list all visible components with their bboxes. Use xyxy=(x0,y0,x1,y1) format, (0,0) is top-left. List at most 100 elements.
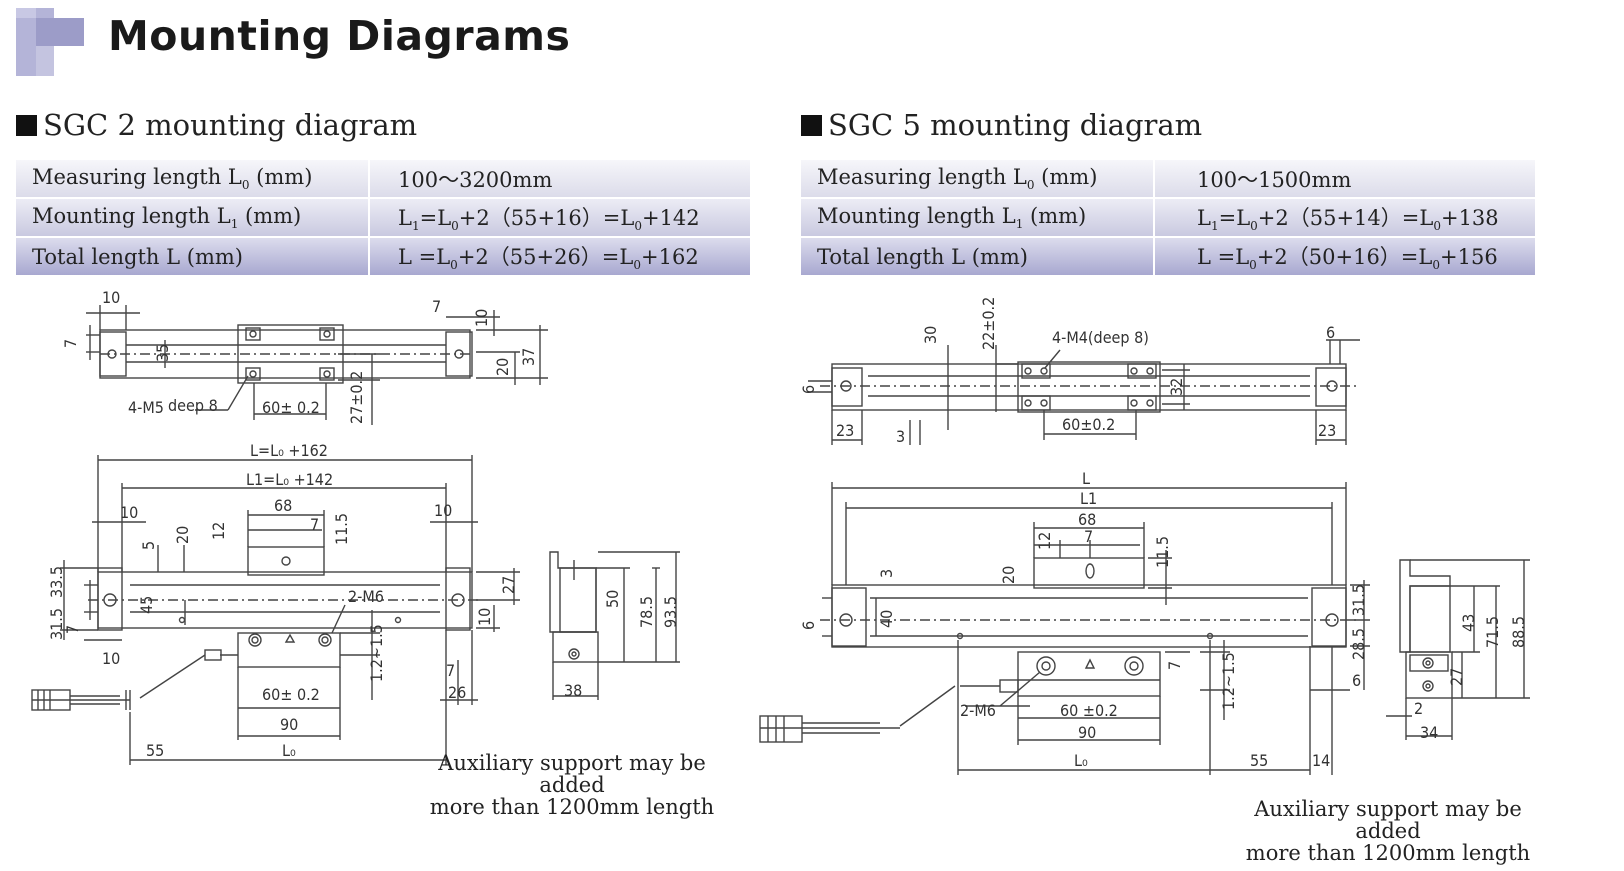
dim-L-total: L=L₀ +162 xyxy=(250,441,328,460)
dim-10f: 10 xyxy=(102,649,120,668)
dim-12: 12 xyxy=(1035,532,1054,550)
dim-12: 12 xyxy=(209,522,228,540)
spec-row: Total length L (mm)L =L0+2（55+26）=L0+162 xyxy=(16,237,750,277)
sgc5-side-view xyxy=(1386,559,1530,740)
dim-7e: 7 xyxy=(446,661,455,680)
dim-23b: 23 xyxy=(1318,421,1336,440)
spec-value: 100～1500mm xyxy=(1154,160,1535,199)
dim-L0: L₀ xyxy=(1074,751,1088,770)
dim-11-5: 11.5 xyxy=(1153,536,1172,568)
dim-10e: 10 xyxy=(475,608,494,626)
spec-label: Mounting length L1 (mm) xyxy=(801,198,1155,238)
dim-deep: deep 8 xyxy=(168,396,218,415)
spec-label: Total length L (mm) xyxy=(801,237,1155,277)
dim-55: 55 xyxy=(146,741,164,760)
dim-7: 7 xyxy=(61,339,80,348)
dim-6a: 6 xyxy=(1326,323,1335,342)
sgc5-front-view xyxy=(759,482,1370,775)
dim-4-m4: 4-M4(deep 8) xyxy=(1052,328,1149,347)
note-sgc2: Auxiliary support may be added more than… xyxy=(429,751,715,819)
dim-2-m6: 2-M6 xyxy=(960,701,996,720)
dim-60a: 60± 0.2 xyxy=(262,398,320,417)
dim-L1: L1 xyxy=(1080,489,1097,508)
dim-27b: 27 xyxy=(499,576,518,594)
spec-value: L =L0+2（55+26）=L0+162 xyxy=(369,237,750,277)
dim-26: 26 xyxy=(448,683,466,702)
spec-value: 100～3200mm xyxy=(369,160,750,199)
dim-68: 68 xyxy=(1078,510,1096,529)
dim-L1: L1=L₀ +142 xyxy=(246,470,333,489)
spec-label: Mounting length L1 (mm) xyxy=(16,198,370,238)
dim-93-5: 93.5 xyxy=(661,596,680,628)
dim-60b: 60± 0.2 xyxy=(262,685,320,704)
dim-30: 30 xyxy=(921,326,940,344)
section-title-sgc5: SGC 5 mounting diagram xyxy=(801,108,1202,142)
dim-32: 32 xyxy=(1167,378,1186,396)
bullet-square-icon xyxy=(16,114,37,136)
sgc2-side-view xyxy=(549,551,680,700)
dim-10d: 10 xyxy=(434,501,452,520)
dim-7a: 7 xyxy=(1084,527,1093,546)
dim-55: 55 xyxy=(1250,751,1268,770)
dim-2: 2 xyxy=(1414,699,1423,718)
dim-L: L xyxy=(1082,469,1090,488)
dim-31-5: 31.5 xyxy=(47,608,66,640)
spec-row: Total length L (mm)L =L0+2（50+16）=L0+156 xyxy=(801,237,1535,277)
spec-row: Mounting length L1 (mm)L1=L0+2（55+14）=L0… xyxy=(801,198,1535,238)
spec-value: L1=L0+2（55+16）=L0+142 xyxy=(369,198,750,238)
dim-45: 45 xyxy=(137,596,156,614)
dim-37: 37 xyxy=(519,348,538,366)
dim-60a: 60±0.2 xyxy=(1062,415,1115,434)
dim-20b: 20 xyxy=(173,526,192,544)
sgc2-top-view xyxy=(86,305,548,425)
dim-90: 90 xyxy=(1078,723,1096,742)
dim-22: 22±0.2 xyxy=(979,297,998,350)
dim-71-5: 71.5 xyxy=(1483,616,1502,648)
dim-78-5: 78.5 xyxy=(637,596,656,628)
dim-34: 34 xyxy=(1420,723,1438,742)
spec-row: Measuring length L0 (mm)100～1500mm xyxy=(801,160,1535,199)
dim-38: 38 xyxy=(564,681,582,700)
dim-35: 35 xyxy=(153,344,172,362)
dim-7d: 7 xyxy=(63,625,82,634)
dim-5: 5 xyxy=(139,541,158,550)
dim-40: 40 xyxy=(877,610,896,628)
dim-60b: 60 ±0.2 xyxy=(1060,701,1118,720)
dim-20: 20 xyxy=(999,566,1018,584)
dim-10b: 10 xyxy=(472,309,491,327)
dim-3a: 3 xyxy=(896,427,905,446)
dim-10c: 10 xyxy=(120,503,138,522)
dim-6d: 6 xyxy=(1352,671,1361,690)
dim-7c: 7 xyxy=(310,515,319,534)
spec-label: Measuring length L0 (mm) xyxy=(16,160,370,199)
spec-row: Measuring length L0 (mm)100～3200mm xyxy=(16,160,750,199)
dim-14: 14 xyxy=(1312,751,1330,770)
dim-43: 43 xyxy=(1459,614,1478,632)
dim-L0: L₀ xyxy=(282,741,296,760)
dim-23a: 23 xyxy=(836,421,854,440)
dim-90: 90 xyxy=(280,715,298,734)
spec-label: Measuring length L0 (mm) xyxy=(801,160,1155,199)
dim-11-5: 11.5 xyxy=(332,513,351,545)
section-title-sgc2: SGC 2 mounting diagram xyxy=(16,108,417,142)
dim-10: 10 xyxy=(102,288,120,307)
dim-2-m6: 2-M6 xyxy=(348,587,384,606)
note-sgc5: Auxiliary support may be added more than… xyxy=(1245,797,1531,865)
page-title: Mounting Diagrams xyxy=(108,12,571,60)
bullet-square-icon xyxy=(801,114,822,136)
spec-value: L =L0+2（50+16）=L0+156 xyxy=(1154,237,1535,277)
sgc5-top-view xyxy=(808,339,1360,445)
dim-6b: 6 xyxy=(799,385,818,394)
dim-27: 27±0.2 xyxy=(347,371,366,424)
brand-logo-icon xyxy=(16,8,84,76)
dim-50: 50 xyxy=(603,590,622,608)
spec-value: L1=L0+2（55+14）=L0+138 xyxy=(1154,198,1535,238)
dim-7b: 7 xyxy=(1165,661,1184,670)
dim-1-2-1-5: 1.2~1.5 xyxy=(1219,652,1238,710)
dim-28-5: 28.5 xyxy=(1349,628,1368,660)
dim-1-2-1-5: 1.2~1.5 xyxy=(367,624,386,682)
dim-3b: 3 xyxy=(877,569,896,578)
dim-27: 27 xyxy=(1447,668,1466,686)
